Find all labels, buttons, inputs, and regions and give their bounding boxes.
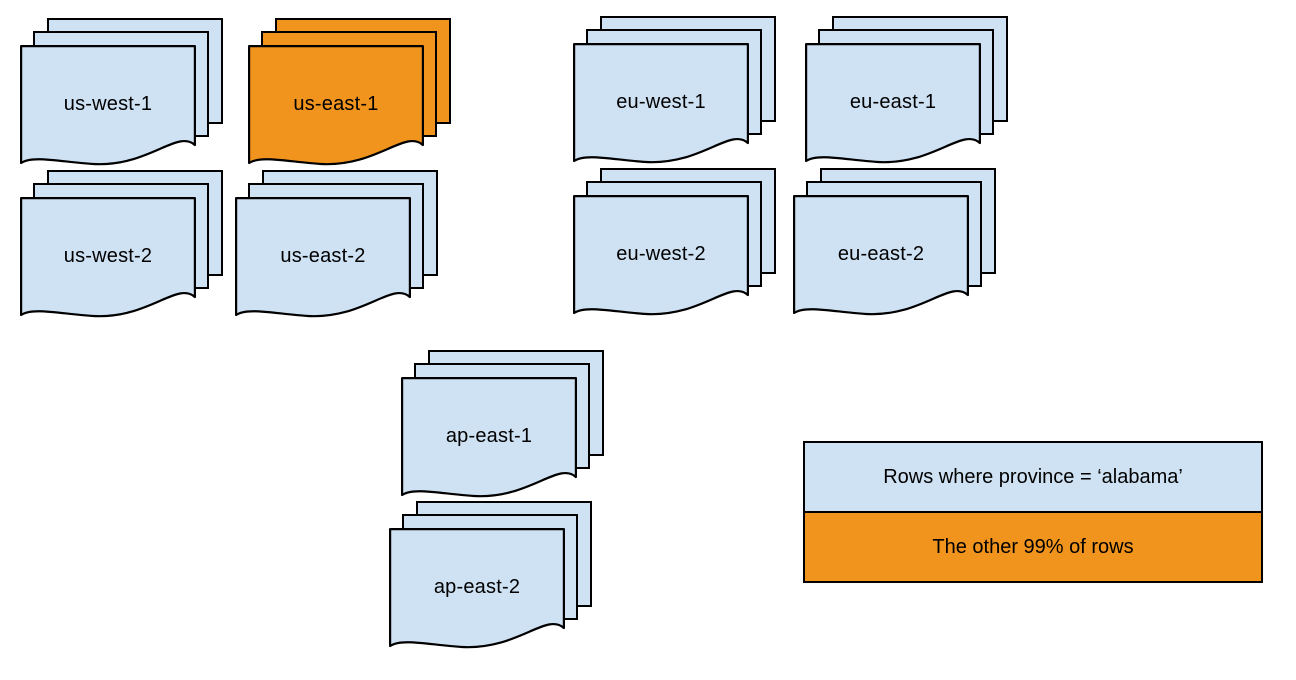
region-label: ap-east-1 (445, 424, 533, 447)
doc-stack-us-west-1: us-west-1 (20, 18, 223, 169)
doc-stack-eu-west-1: eu-west-1 (573, 16, 776, 167)
document-shape (805, 43, 981, 164)
region-label: ap-east-2 (433, 575, 521, 598)
region-label: us-west-1 (63, 92, 153, 115)
document-shape (401, 377, 577, 498)
region-label: us-west-2 (63, 244, 153, 267)
document-shape (235, 197, 411, 318)
region-label: eu-east-2 (837, 242, 925, 265)
region-label: eu-west-2 (616, 242, 706, 265)
legend-row: Rows where province = ‘alabama’ (805, 443, 1261, 511)
document-shape (20, 45, 196, 166)
region-label: eu-east-1 (849, 90, 937, 113)
document-shape (573, 43, 749, 164)
document-shape (248, 45, 424, 166)
legend-row-label: Rows where province = ‘alabama’ (883, 465, 1183, 488)
legend-row-label: The other 99% of rows (932, 535, 1134, 558)
doc-stack-us-east-1: us-east-1 (248, 18, 451, 169)
doc-stack-us-east-2: us-east-2 (235, 170, 438, 321)
region-label: eu-west-1 (616, 90, 706, 113)
doc-stack-eu-east-1: eu-east-1 (805, 16, 1008, 167)
document-shape (389, 528, 565, 649)
legend: Rows where province = ‘alabama’ The othe… (803, 441, 1263, 583)
doc-stack-eu-west-2: eu-west-2 (573, 168, 776, 319)
legend-row: The other 99% of rows (805, 511, 1261, 581)
doc-stack-us-west-2: us-west-2 (20, 170, 223, 321)
doc-stack-ap-east-1: ap-east-1 (401, 350, 604, 501)
doc-stack-eu-east-2: eu-east-2 (793, 168, 996, 319)
document-shape (20, 197, 196, 318)
document-shape (573, 195, 749, 316)
region-label: us-east-2 (280, 244, 366, 267)
document-shape (793, 195, 969, 316)
region-label: us-east-1 (293, 92, 379, 115)
doc-stack-ap-east-2: ap-east-2 (389, 501, 592, 652)
